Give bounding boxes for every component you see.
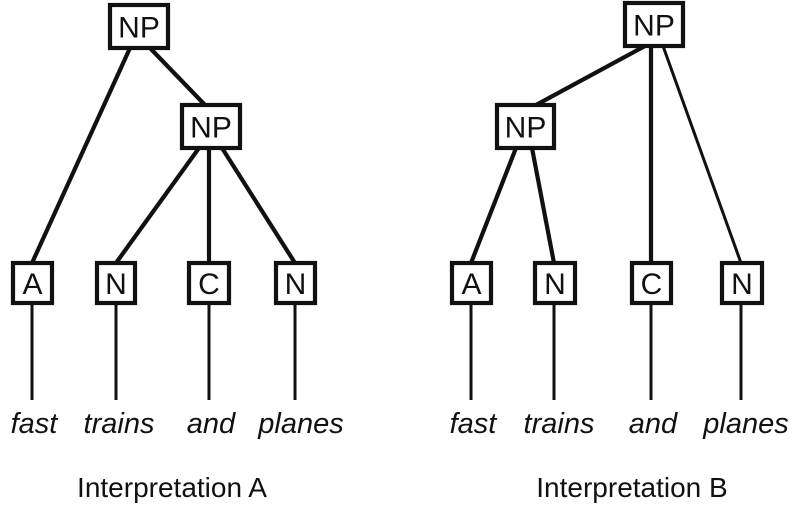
edge-b-root-np-to-b-inner-np [535, 44, 646, 107]
node-label-b-inner-np: NP [505, 112, 547, 145]
leaf-word-a-leaf-trains: trains [84, 408, 155, 440]
node-label-b-pos-n1: N [544, 268, 566, 301]
node-box-a-inner-np[interactable] [179, 102, 243, 151]
node-box-a-pos-n2[interactable] [273, 260, 318, 306]
edge-b-inner-np-to-b-pos-a [469, 147, 518, 264]
edge-a-root-np-to-a-pos-a [30, 47, 132, 264]
node-label-a-pos-n2: N [285, 268, 307, 301]
node-box-a-pos-c[interactable] [186, 260, 232, 306]
edge-a-inner-np-to-a-pos-n2 [220, 146, 297, 265]
caption-interpretation-b: Interpretation B [536, 472, 727, 503]
node-box-a-pos-a[interactable] [10, 260, 55, 306]
leaf-word-a-leaf-planes: planes [257, 408, 343, 440]
node-box-b-pos-a[interactable] [449, 260, 494, 306]
node-label-b-pos-a: A [461, 268, 481, 301]
node-box-b-inner-np[interactable] [494, 102, 557, 151]
leaf-word-b-leaf-planes: planes [702, 408, 788, 440]
node-box-b-pos-n2[interactable] [719, 260, 765, 306]
node-label-a-pos-n1: N [105, 268, 127, 301]
node-label-a-root-np: NP [118, 12, 160, 45]
edge-b-inner-np-to-b-pos-n1 [529, 147, 557, 264]
node-box-a-root-np[interactable] [107, 2, 171, 51]
node-label-a-pos-c: C [198, 268, 220, 301]
node-label-b-root-np: NP [633, 10, 675, 43]
node-box-b-pos-n1[interactable] [532, 260, 578, 306]
edge-a-inner-np-to-a-pos-n1 [114, 146, 201, 265]
node-box-a-pos-n1[interactable] [94, 260, 138, 306]
node-label-b-pos-c: C [641, 268, 663, 301]
node-box-b-pos-c[interactable] [629, 260, 674, 306]
node-label-a-inner-np: NP [190, 112, 232, 145]
node-label-a-pos-a: A [22, 268, 42, 301]
node-label-b-pos-n2: N [731, 268, 753, 301]
leaf-word-b-leaf-fast: fast [450, 408, 499, 440]
caption-interpretation-a: Interpretation A [77, 472, 267, 503]
leaf-word-b-leaf-and: and [629, 408, 678, 440]
leaf-word-a-leaf-fast: fast [11, 408, 60, 440]
edge-b-root-np-to-b-pos-n2 [661, 45, 743, 264]
leaf-word-b-leaf-trains: trains [524, 408, 595, 440]
edge-a-root-np-to-a-inner-np [148, 46, 207, 107]
leaf-word-a-leaf-and: and [187, 408, 236, 440]
node-box-b-root-np[interactable] [622, 0, 686, 49]
